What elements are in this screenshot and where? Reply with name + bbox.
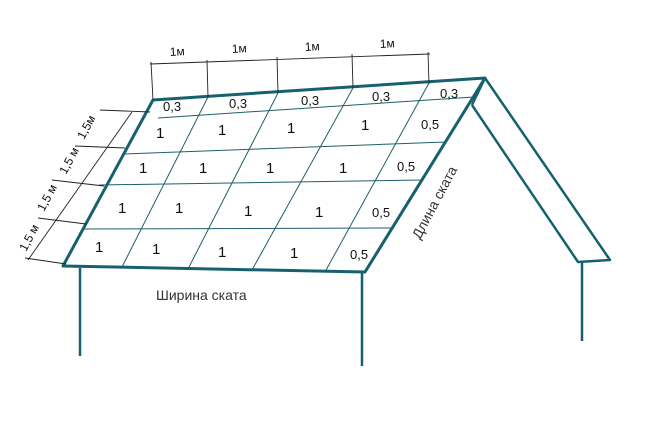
sheet-value: 1 [218,122,226,139]
length-caption: Длина ската [409,163,461,241]
sheet-value: 1 [266,160,274,177]
sheet-value: 1 [156,125,164,142]
grid-line [121,96,209,268]
sheet-values: 0,3 0,3 0,3 0,3 0,3 1 1 1 1 0,5 1 1 1 1 … [95,86,458,262]
dimension-lines [24,51,431,265]
sheet-value: 1 [175,200,183,217]
width-dim-1: 1м [169,44,185,59]
top-value: 0,3 [372,89,390,104]
sheet-value: 1 [361,117,369,134]
sheet-value: 1 [315,204,323,221]
height-dim-2: 1,5 м [56,145,82,177]
sheet-value: 1 [152,241,160,258]
grid-line [324,82,430,273]
width-caption: Ширина ската [156,287,247,303]
height-dim-3: 1,5 м [34,182,60,214]
top-value: 0,3 [301,93,319,108]
sheet-value: 0,5 [397,159,415,174]
sheet-value: 1 [287,120,295,137]
sheet-value: 0,5 [350,247,368,262]
grid-line [81,227,395,230]
sheet-value: 0,5 [372,205,390,220]
sheet-value: 1 [199,160,207,177]
top-value: 0,3 [440,86,458,101]
top-value: 0,3 [229,96,247,111]
sheet-value: 1 [139,160,147,177]
height-dim-4: 1,5 м [16,222,42,254]
grid-line [157,96,475,119]
grid-line [122,141,447,155]
sheet-value: 1 [218,244,226,261]
dimension-labels: 1м 1м 1м 1м 1,5м 1,5 м 1,5 м 1,5 м [16,36,395,253]
grid-line [251,87,354,271]
sheet-value: 1 [290,245,298,262]
grid-line [187,92,279,270]
top-value: 0,3 [163,99,181,114]
height-dim-1: 1,5м [74,113,98,142]
sheet-value: 1 [118,200,126,217]
roof-slope [61,76,487,274]
sheet-value: 1 [95,239,103,256]
grid-line [98,179,424,186]
house-structure [78,77,612,366]
width-dim-2: 1м [231,41,247,56]
width-dim-3: 1м [304,39,320,54]
width-dim-4: 1м [379,36,395,51]
sheet-value: 1 [244,203,252,220]
sheet-value: 0,5 [421,117,439,132]
sheet-value: 1 [339,160,347,177]
gable-end [470,77,612,264]
sheet-grid [81,82,475,273]
